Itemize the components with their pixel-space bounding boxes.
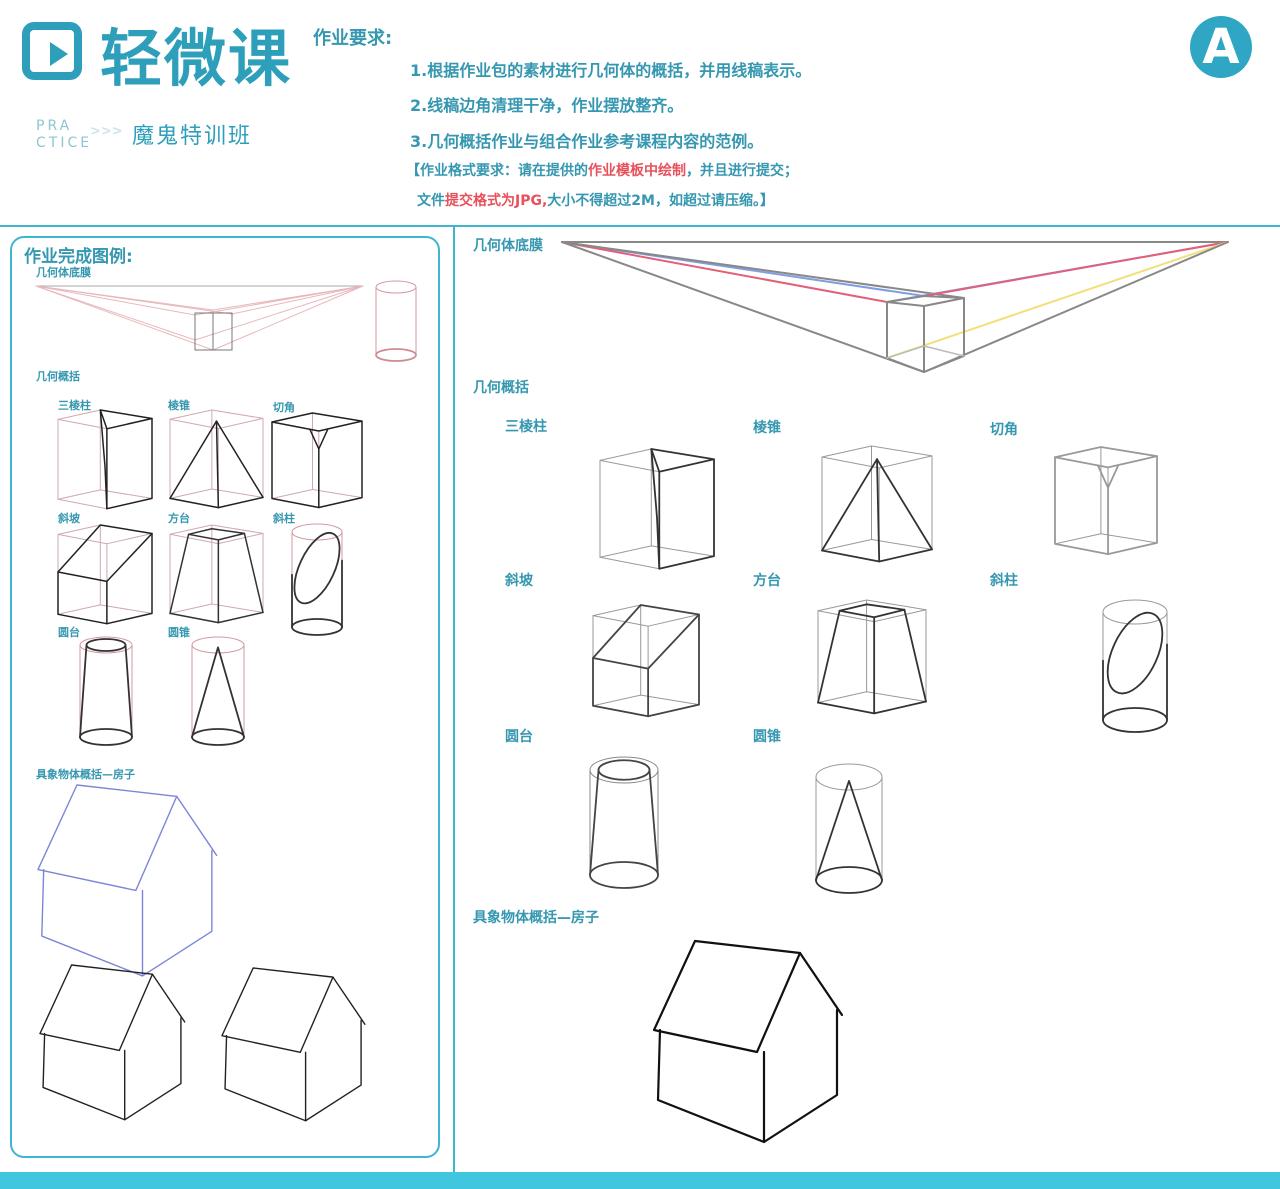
- label-cut-corner: 切角: [273, 401, 295, 414]
- requirement-2: 2.线稿边角清理干净，作业摆放整齐。: [410, 96, 684, 115]
- label-cone: 圆锥: [168, 626, 190, 639]
- cut-corner-example: [271, 412, 363, 509]
- label-prism: 三棱柱: [58, 399, 91, 412]
- format-line-1: 【作业格式要求：请在提供的作业模板中绘制，并且进行提交；: [406, 160, 798, 180]
- perspective-base-small: [35, 285, 364, 351]
- oblique-cylinder-drawing: [1102, 599, 1168, 733]
- logo-icon: [22, 22, 82, 80]
- bottom-bar: [0, 1172, 1280, 1189]
- example-panel: [10, 236, 440, 1158]
- label-house: 具象物体概括—房子: [473, 910, 599, 926]
- logo-subtitle: 魔鬼特训班: [132, 124, 253, 149]
- house-drawing: [652, 939, 844, 1144]
- oblique-cylinder-example: [291, 523, 343, 636]
- label-summary: 几何概括: [36, 370, 80, 383]
- logo-practice-2: CTICE: [36, 135, 93, 151]
- label-slope: 斜坡: [505, 573, 533, 589]
- logo-arrows: >>>: [90, 124, 123, 139]
- label-cone: 圆锥: [753, 729, 781, 745]
- prism-example: [57, 409, 153, 510]
- format-text: 大小不得超过2M，如超过请压缩。】: [547, 193, 774, 209]
- pyramid-drawing: [821, 445, 933, 563]
- slope-example: [57, 524, 153, 625]
- frustum-drawing: [817, 599, 927, 715]
- slope-drawing: [592, 604, 700, 718]
- label-slope: 斜坡: [58, 512, 80, 525]
- format-text: 文件: [417, 193, 445, 209]
- perspective-base: [561, 241, 1229, 373]
- truncated-cone-drawing: [589, 756, 659, 889]
- label-summary: 几何概括: [473, 380, 529, 396]
- format-highlight: 作业模板中绘制: [588, 163, 686, 179]
- label-base: 几何体底膜: [36, 266, 91, 279]
- house-sketch-example: [37, 784, 218, 977]
- label-oblique-cylinder: 斜柱: [990, 573, 1018, 589]
- logo-name: 轻微课: [100, 22, 293, 95]
- house-construction-example: [39, 964, 186, 1121]
- frustum-example: [169, 524, 264, 624]
- label-prism: 三棱柱: [505, 419, 547, 435]
- label-frustum: 方台: [168, 512, 190, 525]
- cone-drawing: [815, 763, 883, 894]
- label-pyramid: 棱锥: [753, 420, 781, 436]
- logo-practice-1: PRA: [36, 118, 73, 134]
- format-line-2: 文件提交格式为JPG,大小不得超过2M，如超过请压缩。】: [417, 190, 774, 210]
- requirement-3: 3.几何概括作业与组合作业参考课程内容的范例。: [410, 132, 764, 151]
- truncated-cone-example: [79, 636, 133, 746]
- requirement-1: 1.根据作业包的素材进行几何体的概括，并用线稿表示。: [410, 61, 812, 80]
- format-text: 【作业格式要求：请在提供的: [406, 163, 588, 179]
- label-frustum: 方台: [753, 573, 781, 589]
- example-title: 作业完成图例:: [24, 247, 133, 267]
- header-divider: [0, 225, 1280, 227]
- requirements-title: 作业要求:: [313, 28, 393, 49]
- prism-drawing: [599, 448, 715, 570]
- format-text: ，并且进行提交；: [686, 163, 798, 179]
- label-truncated-cone: 圆台: [58, 626, 80, 639]
- label-oblique-cylinder: 斜柱: [273, 512, 295, 525]
- grade-badge: A: [1190, 16, 1252, 78]
- label-house: 具象物体概括—房子: [36, 768, 135, 781]
- cut-corner-drawing: [1054, 446, 1158, 555]
- pyramid-example: [169, 409, 264, 509]
- label-pyramid: 棱锥: [168, 399, 190, 412]
- label-truncated-cone: 圆台: [505, 729, 533, 745]
- column-divider: [453, 227, 455, 1172]
- cone-example: [191, 636, 245, 746]
- label-base: 几何体底膜: [473, 238, 543, 254]
- house-clean-example: [221, 967, 366, 1122]
- label-cut-corner: 切角: [990, 422, 1018, 438]
- cylinder-small: [375, 280, 417, 362]
- format-highlight: 提交格式为JPG,: [445, 193, 548, 209]
